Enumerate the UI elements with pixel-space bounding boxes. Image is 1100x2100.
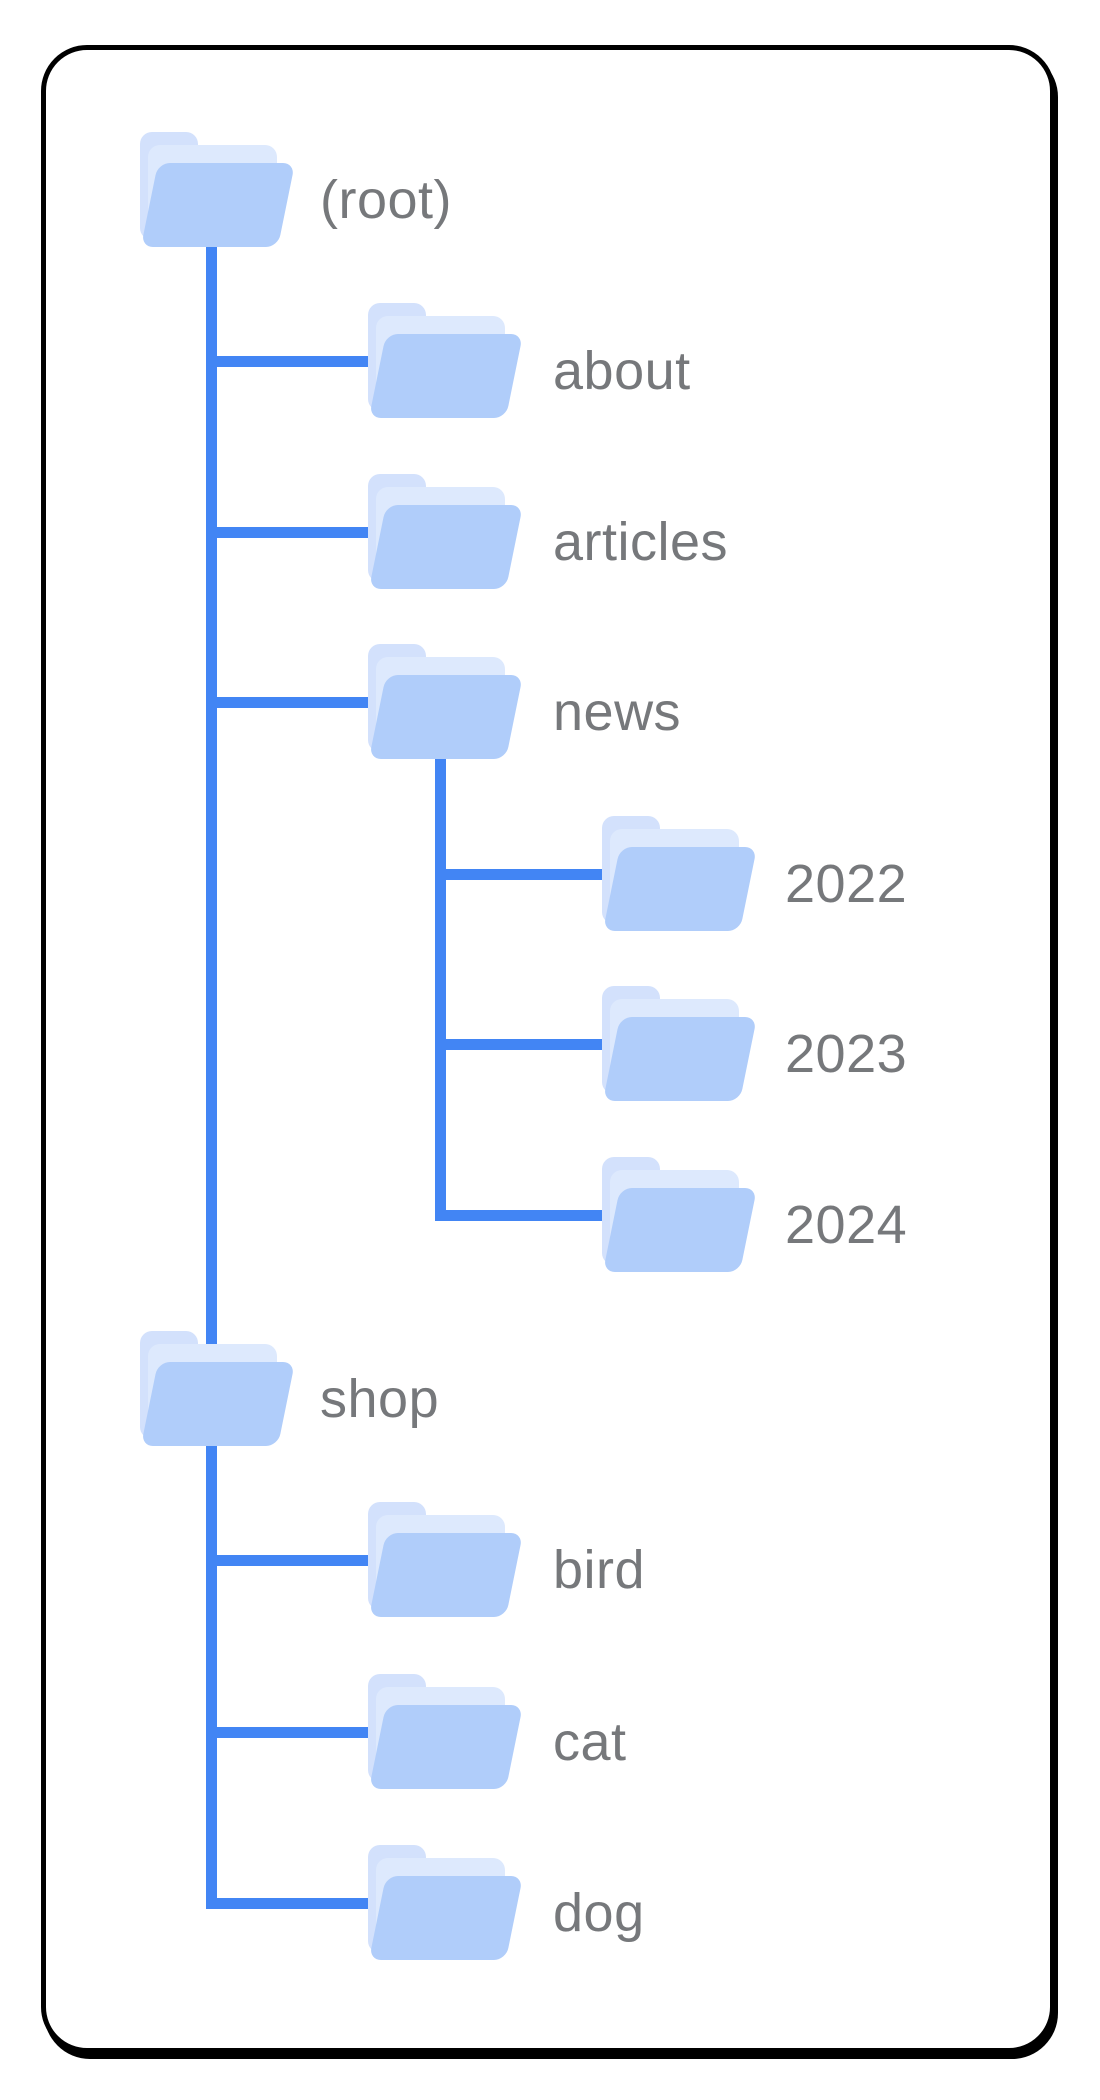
- folder-dog: [368, 1845, 530, 1961]
- label-y2023: 2023: [785, 1024, 908, 1084]
- tree-branch-line: [435, 868, 632, 880]
- folder-icon: [368, 474, 521, 589]
- label-y2024: 2024: [785, 1195, 908, 1255]
- label-bird: bird: [553, 1540, 646, 1600]
- folder-front: [605, 847, 755, 931]
- label-dog: dog: [553, 1883, 645, 1943]
- folder-icon: [368, 1502, 521, 1617]
- folder-icon: [602, 816, 755, 931]
- folder-icon: [602, 986, 755, 1101]
- folder-bird: [368, 1502, 530, 1618]
- tree-branch-line: [206, 1726, 400, 1738]
- folder-front: [371, 1876, 521, 1960]
- folder-icon: [368, 303, 521, 418]
- tree-branch-line: [206, 526, 400, 538]
- label-about: about: [553, 341, 691, 401]
- tree-branch-line: [206, 1897, 400, 1909]
- label-y2022: 2022: [785, 854, 908, 914]
- tree-branch-line: [435, 1038, 632, 1050]
- folder-cat: [368, 1674, 530, 1790]
- tree-trunk-line: [206, 235, 217, 1909]
- folder-about: [368, 303, 530, 419]
- folder-icon: [368, 644, 521, 759]
- folder-front: [371, 675, 521, 759]
- folder-front: [605, 1188, 755, 1272]
- folder-icon: [368, 1674, 521, 1789]
- label-cat: cat: [553, 1712, 627, 1772]
- tree-branch-line: [206, 355, 400, 367]
- tree-branch-line: [206, 696, 400, 708]
- folder-front: [143, 1362, 293, 1446]
- folder-news: [368, 644, 530, 760]
- folder-icon: [140, 1331, 293, 1446]
- folder-front: [143, 163, 293, 247]
- tree-branch-line: [206, 1554, 400, 1566]
- folder-front: [605, 1017, 755, 1101]
- folder-front: [371, 1533, 521, 1617]
- folder-front: [371, 505, 521, 589]
- label-news: news: [553, 682, 682, 742]
- folder-icon: [368, 1845, 521, 1960]
- folder-y2023: [602, 986, 764, 1102]
- label-root: (root): [320, 170, 453, 230]
- folder-y2022: [602, 816, 764, 932]
- folder-front: [371, 334, 521, 418]
- label-shop: shop: [320, 1369, 440, 1429]
- folder-y2024: [602, 1157, 764, 1273]
- folder-articles: [368, 474, 530, 590]
- folder-icon: [140, 132, 293, 247]
- folder-icon: [602, 1157, 755, 1272]
- tree-trunk-line: [435, 745, 446, 1221]
- folder-shop: [140, 1331, 302, 1447]
- tree-branch-line: [435, 1209, 632, 1221]
- label-articles: articles: [553, 512, 729, 572]
- folder-front: [371, 1705, 521, 1789]
- folder-root: [140, 132, 302, 248]
